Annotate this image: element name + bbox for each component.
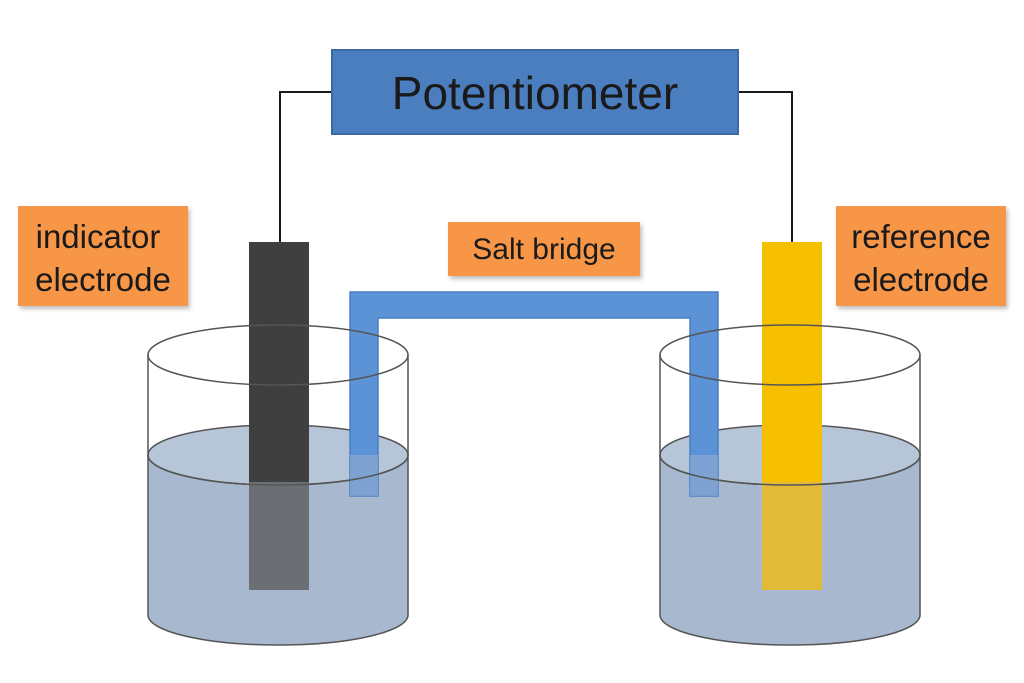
indicator-electrode-submerged [249, 482, 309, 590]
reference-electrode [762, 242, 822, 590]
indicator-label-line-2: electrode [35, 261, 171, 298]
salt-bridge-label-text: Salt bridge [472, 233, 615, 266]
reference-electrode-label [836, 206, 1006, 306]
indicator-electrode [249, 242, 309, 590]
potentiometer-label: Potentiometer [392, 67, 678, 119]
indicator-label-line-1: indicator [36, 218, 161, 255]
reference-label-line-2: electrode [853, 261, 989, 298]
right-wire [738, 91, 793, 242]
potentiometer-box [331, 49, 739, 135]
left-wire [279, 91, 332, 242]
reference-electrode-submerged [762, 482, 822, 590]
reference-label-box [836, 206, 1006, 306]
salt-bridge [349, 291, 719, 497]
salt-bridge-label-box [448, 222, 640, 276]
left-beaker-rim [147, 324, 409, 386]
reference-label-line-1: reference [851, 218, 990, 255]
right-beaker-rim [659, 324, 921, 386]
potentiometer: Potentiometer [331, 49, 739, 135]
salt-bridge-label [448, 222, 640, 276]
indicator-label-box [18, 206, 188, 306]
indicator-electrode-label [18, 206, 188, 306]
